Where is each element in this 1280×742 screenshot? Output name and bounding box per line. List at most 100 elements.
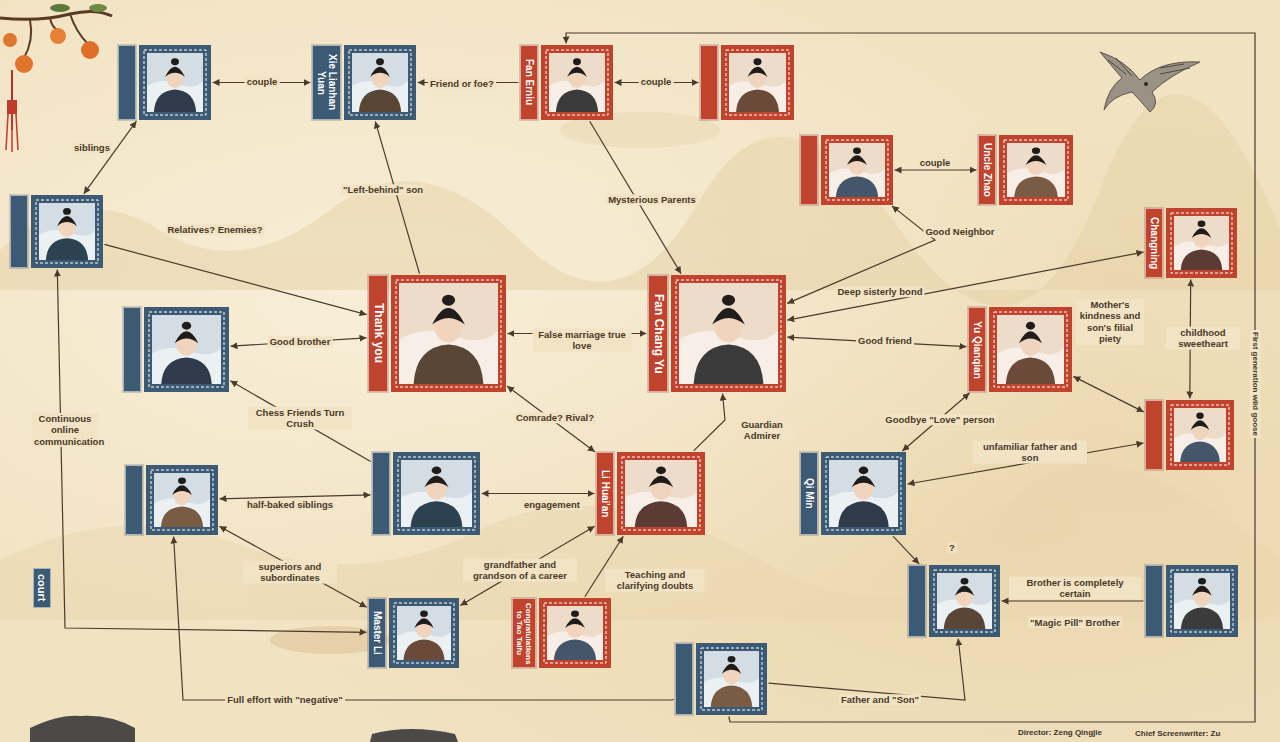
name-tag	[123, 307, 141, 392]
relation-label: Brother is completely certain	[1009, 577, 1141, 600]
relation-label: Guardian Admirer	[730, 419, 794, 442]
portrait-frame	[821, 135, 893, 205]
character-name: Xie Lianhan Yuan	[316, 54, 339, 110]
portrait-frame	[389, 598, 459, 668]
character-name: Master Li	[372, 611, 383, 655]
name-tag: Thank you	[368, 275, 388, 392]
relation-connector	[375, 121, 419, 273]
portrait-frame	[393, 452, 480, 535]
portrait	[1169, 568, 1235, 634]
name-tag: Fan Erniu	[520, 45, 538, 120]
character-card: Xie Lianhan Yuan	[312, 45, 416, 120]
name-tag: Uncle Zhao	[978, 135, 996, 205]
portrait	[724, 48, 791, 117]
portrait	[34, 198, 100, 265]
character-card: Thank you	[368, 275, 506, 392]
portrait	[824, 138, 890, 202]
portrait-frame	[821, 452, 906, 535]
character-card: Qi Min	[800, 452, 906, 535]
portrait-frame	[146, 465, 218, 535]
relation-label: "Left-behind" son	[341, 184, 425, 195]
name-tag: Master Li	[368, 598, 386, 668]
name-tag	[1145, 400, 1163, 470]
relation-label: ?	[947, 542, 957, 553]
relation-label: siblings	[72, 142, 112, 153]
name-tag	[700, 45, 718, 120]
portrait-frame	[696, 643, 767, 715]
portrait	[699, 646, 764, 712]
relation-connector	[1073, 376, 1143, 412]
name-tag: Qi Min	[800, 452, 818, 535]
relation-label: "Magic Pill" Brother	[1028, 617, 1122, 628]
portrait-frame	[344, 45, 416, 120]
portrait	[542, 601, 608, 665]
relation-label: Deep sisterly bond	[836, 286, 925, 297]
relation-label: superiors and subordinates	[243, 561, 337, 584]
character-name: Qi Min	[804, 478, 815, 509]
character-card: Yu Qianqian	[968, 307, 1072, 392]
character-card: Fan Chang Yu	[648, 275, 786, 392]
portrait	[824, 455, 903, 532]
portrait-frame	[1166, 565, 1238, 637]
relation-connector	[1002, 600, 1144, 601]
relation-connector	[893, 536, 919, 564]
portrait-frame	[617, 452, 705, 535]
relation-label: Good friend	[856, 335, 914, 346]
character-name: Yu Qianqian	[972, 321, 983, 379]
portrait	[620, 455, 702, 532]
relation-label: couple	[639, 76, 674, 87]
portrait	[149, 468, 215, 532]
name-tag: Fan Chang Yu	[648, 275, 668, 392]
name-tag	[908, 565, 926, 637]
relation-connector	[787, 206, 935, 304]
relation-connector	[566, 33, 1255, 722]
character-card: Congratulations to Tao Taifu	[512, 598, 611, 668]
character-name: Uncle Zhao	[982, 143, 993, 197]
relation-label: couple	[245, 76, 280, 87]
portrait-frame	[144, 307, 229, 392]
relation-label: couple	[918, 157, 953, 168]
portrait	[1169, 211, 1234, 275]
portrait	[394, 278, 503, 389]
character-card	[118, 45, 211, 120]
relation-label: Comrade? Rival?	[514, 412, 596, 423]
character-card	[908, 565, 1000, 637]
name-tag	[800, 135, 818, 205]
name-tag	[125, 465, 143, 535]
character-name: Li Huai'an	[600, 470, 611, 517]
name-tag	[1145, 565, 1163, 637]
character-card	[675, 643, 767, 715]
group-tag: court	[33, 568, 51, 608]
portrait	[396, 455, 477, 532]
portrait-frame	[929, 565, 1000, 637]
relation-label: Mysterious Parents	[606, 194, 698, 205]
relation-connector	[220, 495, 371, 499]
portrait-frame	[1166, 400, 1234, 470]
relation-label: engagement	[522, 499, 582, 510]
character-name: Thank you	[372, 303, 386, 363]
name-tag: Xie Lianhan Yuan	[312, 45, 341, 120]
character-card	[700, 45, 794, 120]
portrait	[544, 48, 610, 117]
portrait	[992, 310, 1069, 389]
credit-text: Chief Screenwriter: Zu	[1135, 729, 1220, 738]
relation-label: Friend or foe?	[428, 78, 496, 89]
relation-label: Father and "Son"	[839, 694, 921, 705]
portrait	[147, 310, 226, 389]
name-tag: Yu Qianqian	[968, 307, 986, 392]
relation-connector	[694, 394, 725, 451]
relation-label: False marriage true love	[533, 329, 632, 352]
relation-label: Teaching and clarifying doubts	[606, 569, 705, 592]
falcon-illustration	[1100, 52, 1200, 112]
relation-label: Goodbye "Love" person	[883, 414, 996, 425]
character-card: Li Huai'an	[596, 452, 705, 535]
relation-label: Chess Friends Turn Crush	[248, 407, 352, 430]
relation-connector	[482, 493, 595, 494]
name-tag: Changning	[1145, 208, 1163, 278]
relation-label: unfamiliar father and son	[973, 441, 1087, 464]
relation-connector	[57, 270, 366, 633]
relation-label: Good brother	[268, 336, 333, 347]
character-card	[1145, 565, 1238, 637]
relation-label: Mother's kindness and son's filial piety	[1076, 299, 1144, 345]
portrait-frame	[721, 45, 794, 120]
